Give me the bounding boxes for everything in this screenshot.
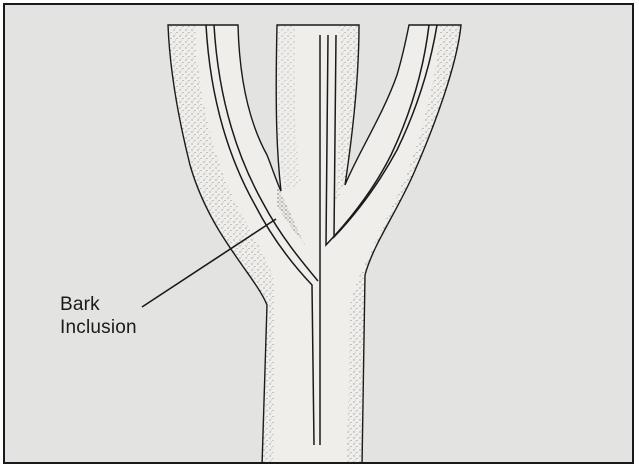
tree-fork-illustration — [5, 5, 634, 464]
figure-frame: Bark Inclusion — [3, 3, 634, 464]
bark-inclusion-label: Bark Inclusion — [60, 293, 137, 339]
trunk — [168, 25, 461, 464]
callout-label-line1: Bark — [60, 293, 137, 316]
callout-label-line2: Inclusion — [60, 316, 137, 339]
